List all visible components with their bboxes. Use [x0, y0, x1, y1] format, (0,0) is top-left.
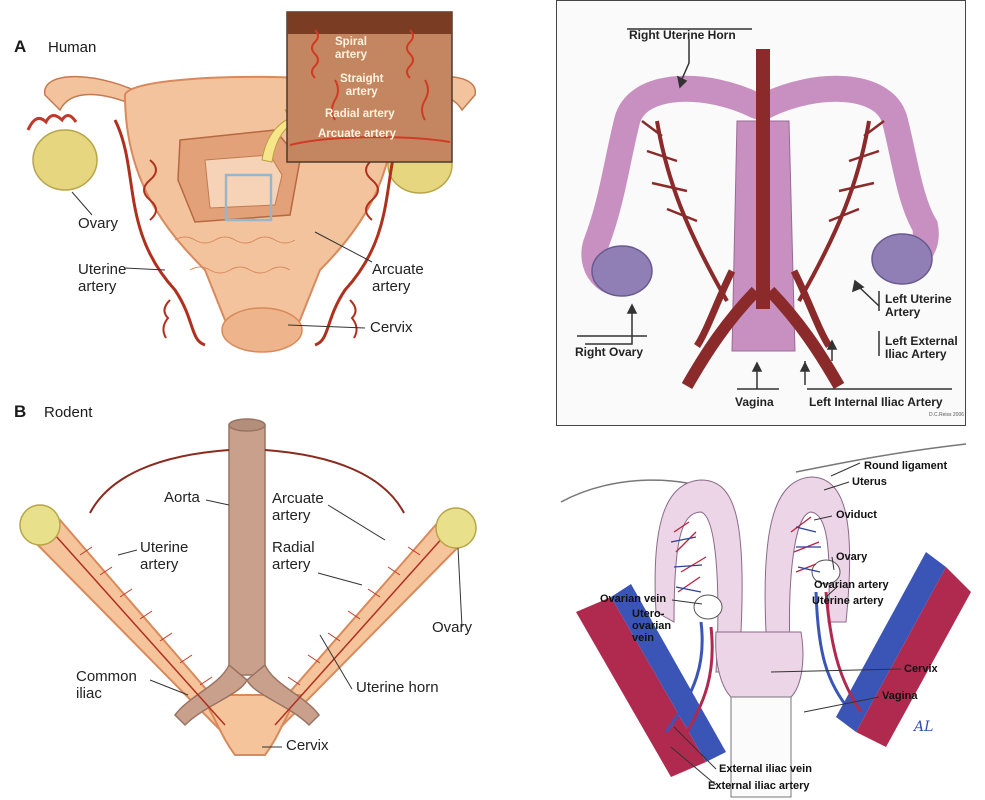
ovary-label: Ovary — [836, 551, 867, 563]
panel-c-mouse-schematic: Right Uterine Horn Left Uterine Artery L… — [556, 0, 966, 426]
aorta-label: Aorta — [164, 490, 200, 507]
inset-radial-artery-label: Radial artery — [325, 108, 395, 121]
panel-title: Human — [48, 40, 96, 57]
uterine-artery-label: Uterine artery — [78, 262, 126, 295]
panel-letter: B — [14, 403, 26, 422]
uterine-artery-label: Uterine artery — [812, 595, 884, 607]
external-iliac-artery-label: External iliac artery — [708, 780, 810, 792]
uterine-horn-label: Uterine horn — [356, 680, 439, 697]
ovary-label: Ovary — [432, 620, 472, 637]
left-external-iliac-artery-label: Left External Iliac Artery — [885, 335, 958, 361]
panel-d-anatomy-sketch: Round ligament Uterus Oviduct Ovary Ovar… — [556, 432, 985, 800]
panel-letter: A — [14, 38, 26, 57]
author-credit: D.C.Reiss 2006 — [929, 413, 964, 419]
inset-straight-artery-label: Straight artery — [340, 73, 383, 98]
cervix-label: Cervix — [370, 320, 413, 337]
cervix-label: Cervix — [904, 663, 938, 675]
ovarian-vein-label: Ovarian vein — [600, 593, 666, 605]
vagina-label: Vagina — [735, 396, 774, 409]
cervix-label: Cervix — [286, 738, 329, 755]
panel-a-human: A Human Ovary Uterine artery Arcuate art… — [0, 0, 480, 385]
reproductive-vasculature-sketch — [556, 432, 985, 800]
arcuate-artery-label: Arcuate artery — [272, 491, 324, 524]
inset-spiral-artery-label: Spiral artery — [335, 36, 367, 61]
artist-signature: AL — [914, 720, 933, 735]
radial-artery-label: Radial artery — [272, 540, 315, 573]
inset-arcuate-artery-label: Arcuate artery — [318, 128, 396, 141]
utero-ovarian-vein-label: Utero- ovarian vein — [632, 608, 671, 644]
external-iliac-vein-label: External iliac vein — [719, 763, 812, 775]
panel-b-rodent: B Rodent Aorta Arcuate artery Uterine ar… — [0, 395, 520, 800]
round-ligament-label: Round ligament — [864, 460, 947, 472]
ovary-label: Ovary — [78, 216, 118, 233]
oviduct-label: Oviduct — [836, 509, 877, 521]
rodent-uterus-illustration — [0, 395, 520, 800]
uterus-label: Uterus — [852, 476, 887, 488]
mouse-reproductive-tract-diagram — [557, 1, 965, 425]
ovarian-artery-label: Ovarian artery — [814, 579, 889, 591]
panel-title: Rodent — [44, 405, 92, 422]
right-uterine-horn-label: Right Uterine Horn — [629, 29, 736, 42]
right-ovary-label: Right Ovary — [575, 346, 643, 359]
arcuate-artery-label: Arcuate artery — [372, 262, 424, 295]
left-uterine-artery-label: Left Uterine Artery — [885, 293, 952, 319]
common-iliac-label: Common iliac — [76, 669, 137, 702]
vagina-label: Vagina — [882, 690, 917, 702]
left-internal-iliac-artery-label: Left Internal Iliac Artery — [809, 396, 943, 409]
uterine-artery-label: Uterine artery — [140, 540, 188, 573]
